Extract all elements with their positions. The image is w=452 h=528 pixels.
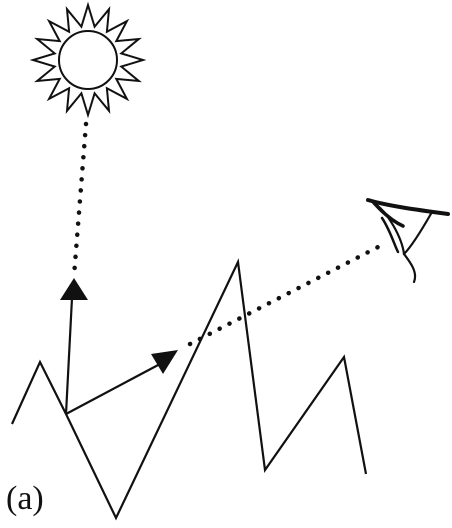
panel-label: (a) xyxy=(6,482,44,516)
reflection-arrow xyxy=(66,350,178,414)
normal-arrowhead xyxy=(60,278,88,300)
sun-icon xyxy=(33,5,143,115)
incoming-light-dotted-line xyxy=(74,124,86,276)
reflected-light-dotted-line xyxy=(190,246,380,344)
rough-surface xyxy=(12,262,366,518)
sun-disk xyxy=(59,31,117,89)
eye-lower-curve xyxy=(404,254,415,282)
reflection-arrowhead xyxy=(151,350,178,374)
eye-icon xyxy=(368,200,448,282)
surface-normal-arrow xyxy=(60,278,88,414)
